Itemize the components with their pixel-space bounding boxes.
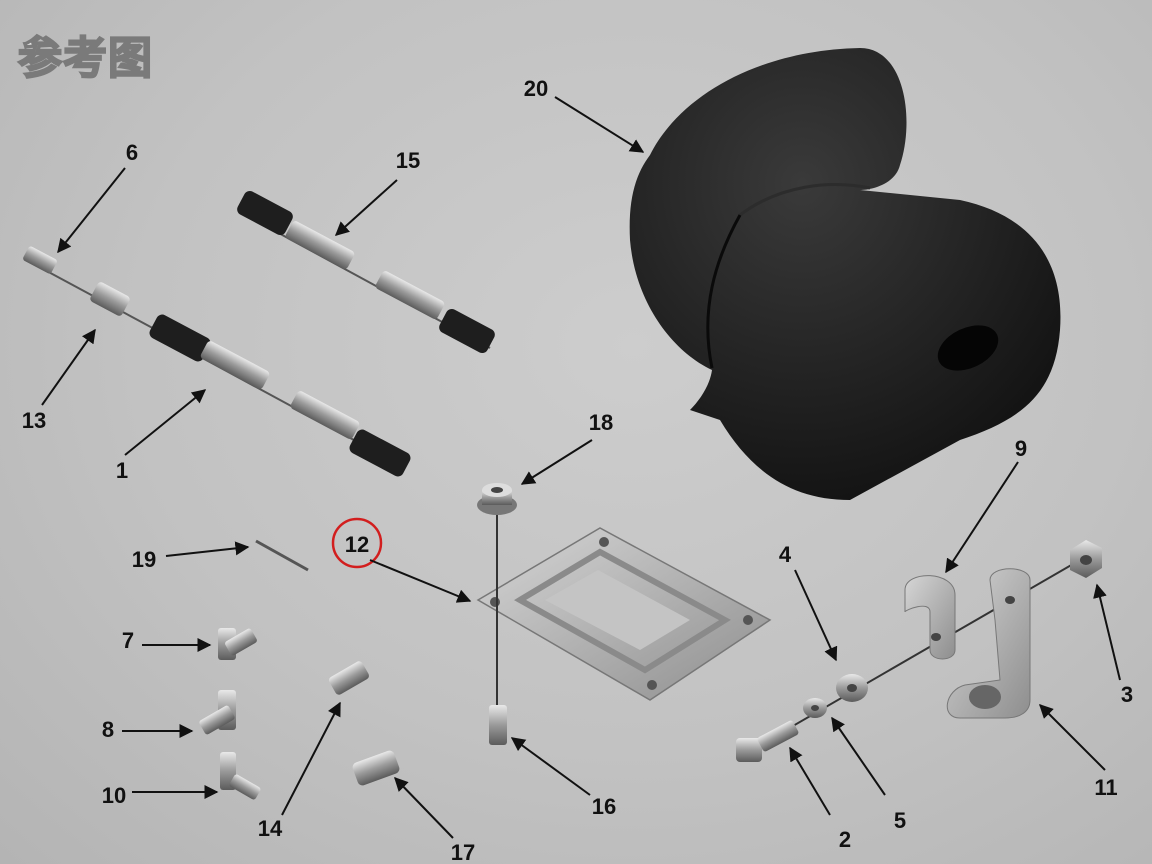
arrow-14: [281, 701, 341, 816]
rod-part-15: [237, 190, 495, 354]
label-2: 2: [839, 827, 851, 852]
label-12: 12: [345, 532, 369, 557]
label-1: 1: [116, 458, 128, 483]
label-4: 4: [779, 542, 792, 567]
arrow-6: [57, 167, 126, 254]
gasket-plate-part-12: [476, 527, 772, 701]
label-20: 20: [524, 76, 548, 101]
spacer-part-16: [489, 705, 507, 745]
arrow-18: [520, 439, 593, 485]
arrow-20: [554, 96, 645, 153]
label-16: 16: [592, 794, 616, 819]
label-19: 19: [132, 547, 156, 572]
label-18: 18: [589, 410, 613, 435]
leader-arrows: [41, 96, 1121, 839]
label-15: 15: [396, 148, 420, 173]
elbow-fitting-part-8: [199, 690, 236, 735]
arrow-3: [1093, 583, 1121, 681]
arrow-11: [1039, 704, 1106, 771]
arrow-4: [794, 569, 838, 662]
label-14: 14: [258, 816, 283, 841]
label-6: 6: [126, 140, 138, 165]
elbow-fitting-part-10: [220, 752, 261, 800]
label-13: 13: [22, 408, 46, 433]
label-10: 10: [102, 783, 126, 808]
bolt-part-2: [736, 720, 799, 762]
washer-part-5: [803, 698, 827, 718]
arrow-17: [394, 776, 454, 839]
arrow-15: [334, 179, 398, 236]
flange-nut-part-18: [477, 483, 517, 515]
arrow-16: [510, 737, 591, 796]
label-7: 7: [122, 628, 134, 653]
label-11: 11: [1094, 775, 1117, 800]
union-fitting-part-17: [352, 750, 400, 786]
straight-fitting-part-14: [329, 661, 369, 695]
cable-assembly-part-6-13: [23, 246, 161, 333]
label-5: 5: [894, 808, 906, 833]
rubber-boot-part-20: [629, 48, 1061, 500]
pin-part-19: [255, 539, 309, 572]
arrow-1: [124, 389, 207, 456]
washer-part-4: [836, 674, 868, 702]
arrow-2: [789, 746, 831, 816]
highlight-circle-12: [331, 517, 383, 569]
arrow-12: [369, 559, 472, 603]
label-8: 8: [102, 717, 114, 742]
elbow-fitting-part-7: [218, 628, 257, 660]
arrow-5: [831, 716, 886, 796]
arrow-19: [165, 541, 250, 557]
label-3: 3: [1121, 682, 1133, 707]
l-bracket-part-11: [946, 568, 1031, 719]
rod-part-1: [149, 314, 411, 477]
clamp-part-9: [904, 575, 956, 660]
callout-labels: 1 2 3 4 5 6 7 8 9 10 11 12 13 14 15 16 1…: [22, 76, 1133, 864]
watermark-title: 参考图: [17, 32, 153, 85]
label-17: 17: [451, 840, 475, 864]
arrow-9: [945, 461, 1019, 574]
hex-nut-part-3: [1070, 540, 1102, 578]
arrow-13: [41, 328, 96, 406]
label-9: 9: [1015, 436, 1027, 461]
